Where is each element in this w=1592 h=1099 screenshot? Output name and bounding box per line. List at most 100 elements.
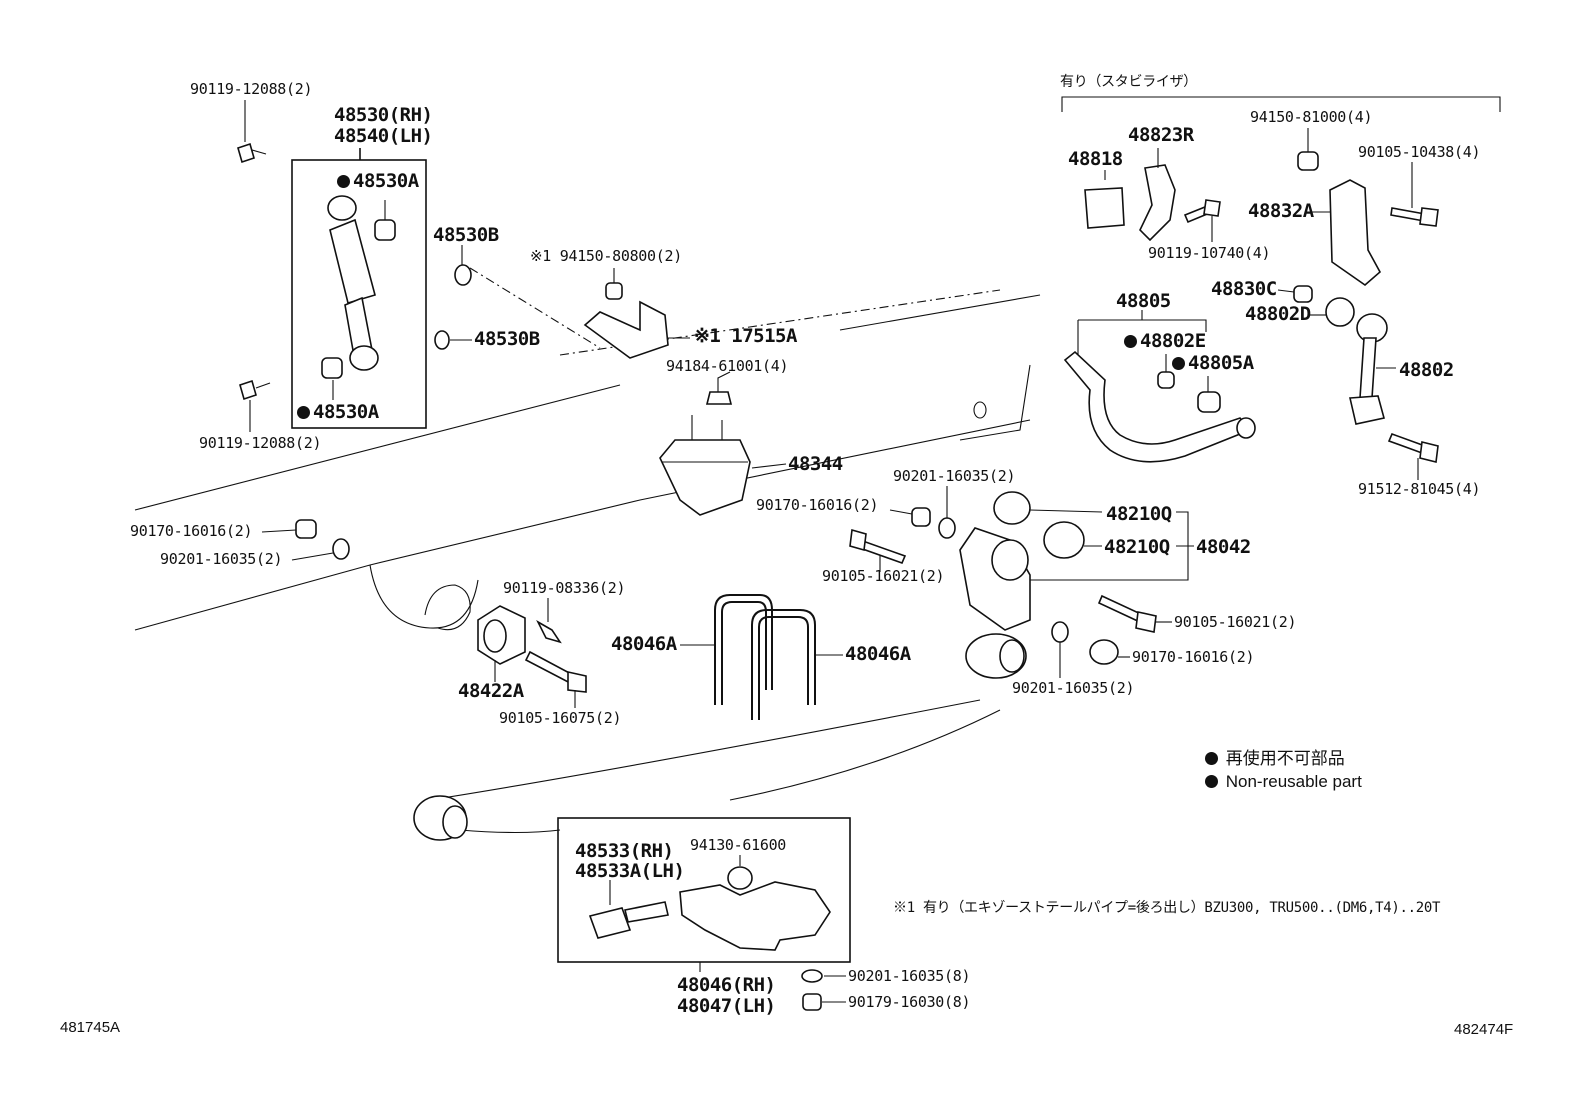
- label-90105-16021-left[interactable]: 90105-16021(2): [822, 567, 945, 585]
- label-48805A[interactable]: 48805A: [1172, 354, 1254, 373]
- spring-seat-48046: [679, 881, 831, 951]
- bolt-90105-10438-head: [1419, 207, 1439, 227]
- label-91512-81045[interactable]: 91512-81045(4): [1358, 480, 1481, 498]
- bracket-48823R: [1139, 164, 1176, 242]
- label-90201-16035-left[interactable]: 90201-16035(2): [160, 550, 283, 568]
- spring-eye-front-inner: [442, 805, 468, 839]
- bolt-91512-81045: [1387, 432, 1427, 455]
- bump-stopper-48344: [659, 439, 751, 516]
- bolt-91512-81045-head: [1419, 441, 1439, 463]
- frame-outline-upper: [559, 289, 1001, 356]
- footnote: ※1 有り（エキゾーストテールパイプ=後ろ出し）BZU300, TRU500..…: [893, 900, 1441, 916]
- shock-upper-eye: [327, 195, 357, 221]
- label-48533A-lh[interactable]: 48533A(LH): [575, 860, 685, 882]
- legend-en: Non-reusable part: [1205, 773, 1362, 790]
- label-48530-rh[interactable]: 48530(RH): [334, 104, 433, 126]
- washer-90201-16035-right: [1051, 621, 1069, 643]
- label-48422A[interactable]: 48422A: [458, 680, 524, 702]
- non-reusable-dot: [297, 406, 310, 419]
- label-48042[interactable]: 48042: [1196, 536, 1251, 558]
- bracket-48422A-boss: [483, 619, 507, 653]
- frame-outline-top-right: [839, 294, 1041, 331]
- label-48530A-bottom[interactable]: 48530A: [297, 403, 379, 422]
- bump-stopper-studs: [691, 415, 723, 440]
- nut-94130-61600: [727, 866, 753, 890]
- stabilizer-group-bracket: [1061, 96, 1501, 112]
- label-90201-16035-right[interactable]: 90201-16035(2): [1012, 679, 1135, 697]
- label-90119-08336[interactable]: 90119-08336(2): [503, 579, 626, 597]
- label-90105-10438[interactable]: 90105-10438(4): [1358, 143, 1481, 161]
- label-48046-rh[interactable]: 48046(RH): [677, 974, 776, 996]
- label-90201-16035-mid[interactable]: 90201-16035(2): [893, 467, 1016, 485]
- label-48533-rh[interactable]: 48533(RH): [575, 840, 674, 862]
- label-94130-61600[interactable]: 94130-61600: [690, 836, 787, 854]
- non-reusable-dot: [1172, 357, 1185, 370]
- label-48210Q-bottom[interactable]: 48210Q: [1104, 536, 1170, 558]
- label-90119-12088-bottom[interactable]: 90119-12088(2): [199, 434, 322, 452]
- link-48802-lower-eye: [1349, 395, 1385, 425]
- label-48530B-mid[interactable]: 48530B: [474, 328, 540, 350]
- shock-absorber-body: [329, 218, 376, 305]
- bushing-48530A-top: [374, 219, 396, 241]
- bolt-shank-bottom: [255, 382, 271, 389]
- label-48818[interactable]: 48818: [1068, 148, 1123, 170]
- bushing-48805A: [1197, 391, 1221, 413]
- stabilizer-bar-end: [1236, 417, 1256, 439]
- label-48046A-right[interactable]: 48046A: [845, 643, 911, 665]
- bolt-shank-top: [251, 149, 267, 155]
- label-48210Q-top[interactable]: 48210Q: [1106, 503, 1172, 525]
- label-94184-61001[interactable]: 94184-61001(4): [666, 357, 789, 375]
- shock-lower-eye: [349, 345, 379, 371]
- bushing-48210Q-top: [993, 491, 1031, 525]
- diagram-code-right: 482474F: [1454, 1021, 1514, 1038]
- leaf-spring-bottom-right: [729, 709, 1001, 801]
- u-bolt-48046A-right: [751, 609, 816, 720]
- label-94150-81000[interactable]: 94150-81000(4): [1250, 108, 1373, 126]
- label-48802D[interactable]: 48802D: [1245, 303, 1311, 325]
- bushing-48802E: [1157, 371, 1175, 389]
- leader-90170-16016-left: [261, 529, 297, 533]
- label-48530A-top[interactable]: 48530A: [337, 172, 419, 191]
- label-90119-12088-top[interactable]: 90119-12088(2): [190, 80, 313, 98]
- bushing-48830C: [1293, 285, 1313, 303]
- nut-90170-16016-right: [1089, 639, 1119, 665]
- label-90105-16021-right[interactable]: 90105-16021(2): [1174, 613, 1297, 631]
- label-48823R[interactable]: 48823R: [1128, 124, 1194, 146]
- bracket-17515A: [583, 300, 669, 359]
- washer-90201-16035-mid: [938, 517, 956, 539]
- leader-48210Q-top: [1029, 509, 1103, 513]
- frame-small-hole: [973, 401, 987, 419]
- nut-90179-16030: [802, 993, 822, 1011]
- label-48832A[interactable]: 48832A: [1248, 200, 1314, 222]
- label-94150-80800[interactable]: ※1 94150-80800(2): [530, 247, 682, 265]
- label-90119-10740[interactable]: 90119-10740(4): [1148, 244, 1271, 262]
- label-90179-16030[interactable]: 90179-16030(8): [848, 993, 971, 1011]
- label-48830C[interactable]: 48830C: [1211, 278, 1277, 300]
- label-90170-16016-left[interactable]: 90170-16016(2): [130, 522, 253, 540]
- bolt-90119-08336: [536, 619, 562, 644]
- label-48802E[interactable]: 48802E: [1124, 332, 1206, 351]
- nut-94150-80800: [605, 282, 623, 300]
- label-90170-16016-right[interactable]: 90170-16016(2): [1132, 648, 1255, 666]
- label-48046A-left[interactable]: 48046A: [611, 633, 677, 655]
- leader-dashed-48530B: [469, 267, 601, 349]
- label-90105-16075[interactable]: 90105-16075(2): [499, 709, 622, 727]
- label-90170-16016-mid[interactable]: 90170-16016(2): [756, 496, 879, 514]
- label-90201-16035-bottom[interactable]: 90201-16035(8): [848, 967, 971, 985]
- label-48805[interactable]: 48805: [1116, 290, 1171, 312]
- label-48540-lh[interactable]: 48540(LH): [334, 125, 433, 147]
- frame-outline-top-left: [134, 384, 621, 511]
- u-bolt-48046A-left-inner: [721, 601, 767, 705]
- label-48344[interactable]: 48344: [788, 453, 843, 475]
- label-48530B-top[interactable]: 48530B: [433, 224, 499, 246]
- label-17515A[interactable]: ※1 17515A: [694, 325, 797, 347]
- leaf-spring-bottom-left: [459, 829, 561, 834]
- bushing-48210Q-bottom: [1043, 521, 1085, 559]
- legend-dot-icon: [1205, 775, 1218, 788]
- label-48047-lh[interactable]: 48047(LH): [677, 995, 776, 1017]
- bushing-48818: [1084, 187, 1125, 229]
- nut-94150-81000: [1297, 151, 1319, 171]
- label-48802[interactable]: 48802: [1399, 359, 1454, 381]
